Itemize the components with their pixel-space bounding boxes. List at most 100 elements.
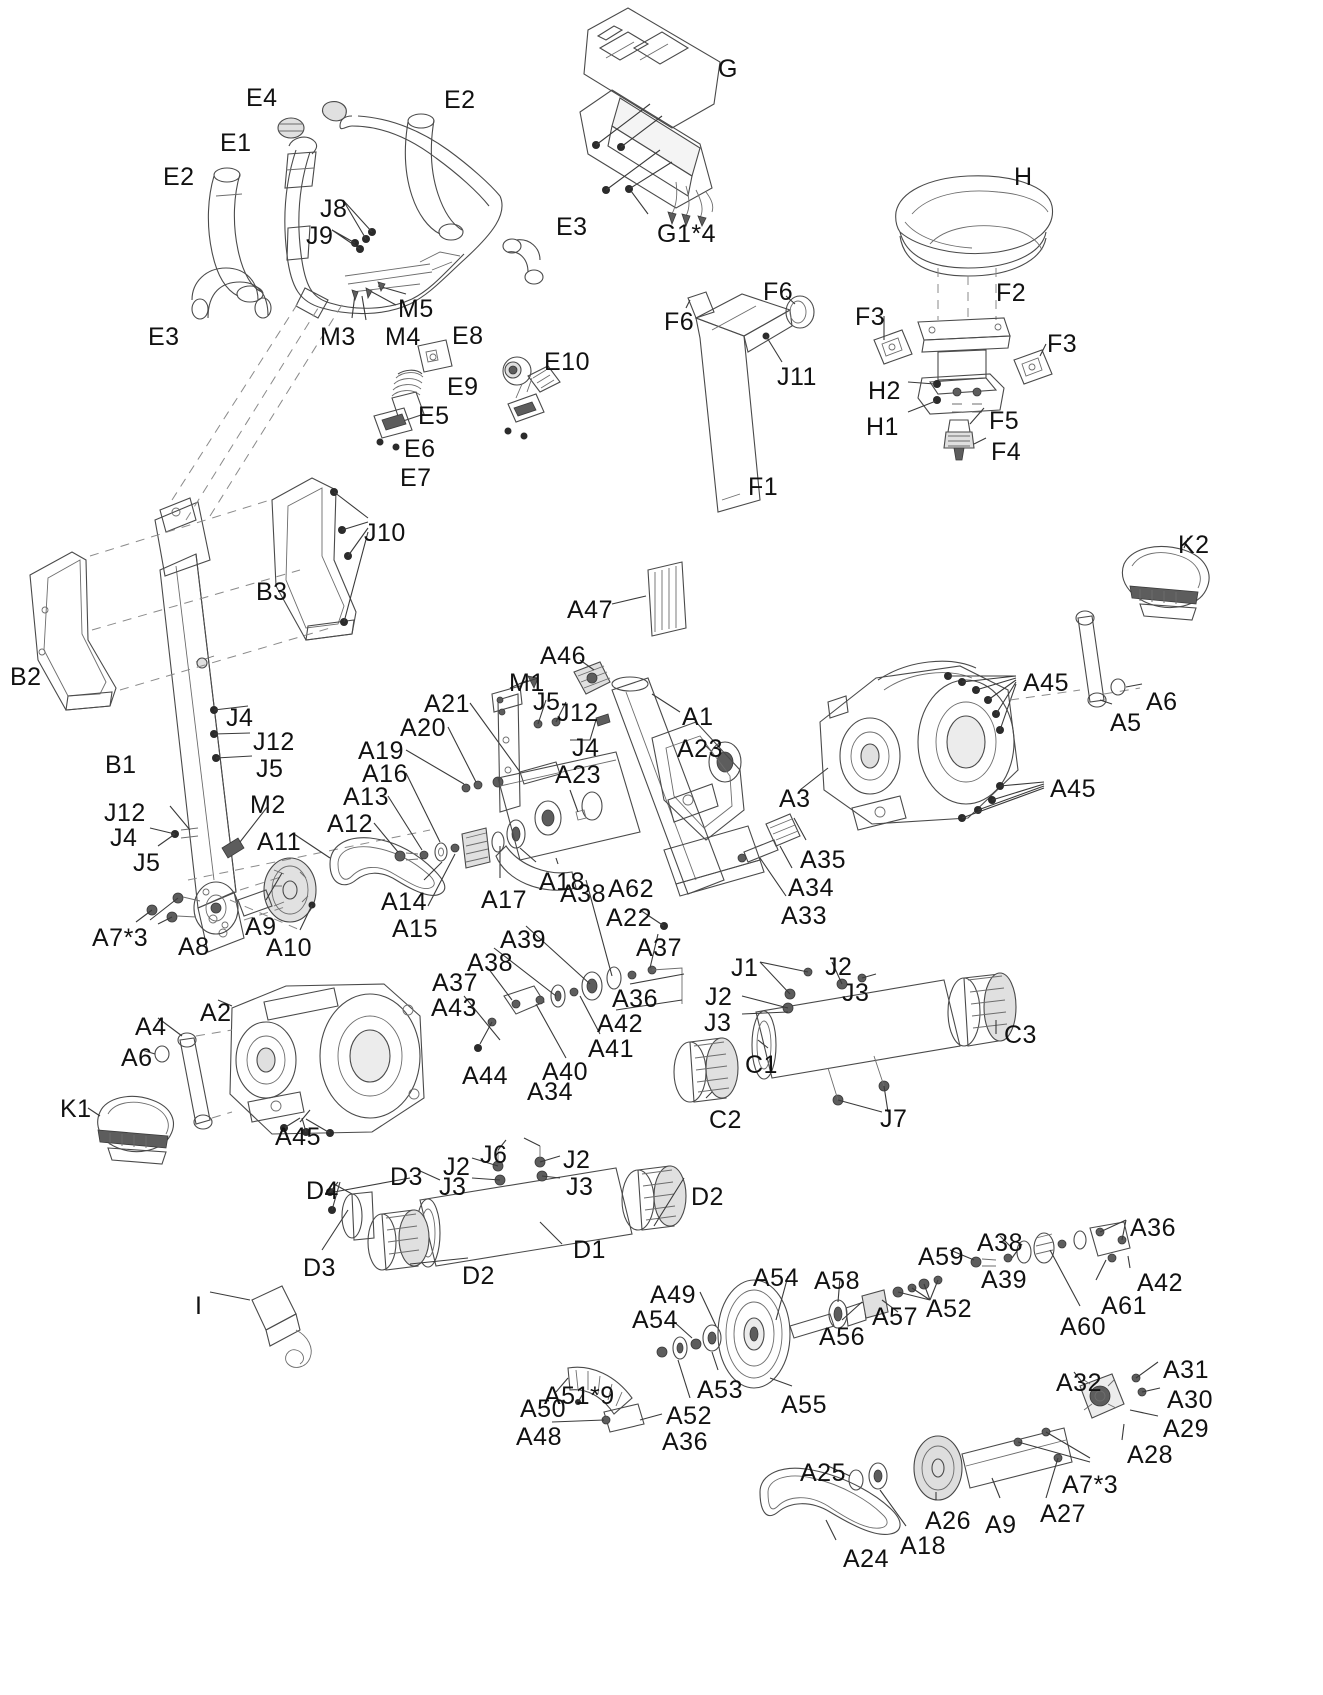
part-label-A38-mid: A38 (467, 949, 513, 977)
part-label-A23-left: A23 (555, 761, 601, 789)
part-label-A50: A50 (520, 1395, 566, 1423)
part-label-D4: D4 (306, 1177, 339, 1205)
part-label-A12: A12 (327, 810, 373, 838)
part-label-B2: B2 (10, 663, 42, 691)
part-label-A41: A41 (588, 1035, 634, 1063)
part-label-A52-left: A52 (666, 1402, 712, 1430)
part-label-J2-front-left: J2 (443, 1153, 471, 1181)
part-label-D3-upper: D3 (390, 1163, 423, 1191)
part-label-A42-center: A42 (597, 1010, 643, 1038)
part-label-A26: A26 (925, 1507, 971, 1535)
part-label-E6: E6 (404, 435, 436, 463)
part-label-A7-left: A7*3 (92, 924, 149, 952)
resistance-housing-right (799, 537, 1210, 831)
part-label-J4-upper: J4 (226, 704, 254, 732)
part-label-G1: G1*4 (657, 220, 716, 248)
part-label-M4: M4 (385, 323, 421, 351)
part-label-G: G (718, 55, 738, 83)
part-label-A22: A22 (606, 904, 652, 932)
part-label-A37-left: A37 (432, 969, 478, 997)
part-label-A48: A48 (516, 1423, 562, 1451)
part-label-A42-right: A42 (1137, 1269, 1183, 1297)
part-label-J12-upper: J12 (253, 728, 295, 756)
part-label-J3-front-left: J3 (439, 1173, 467, 1201)
part-label-A6-right: A6 (1146, 688, 1178, 716)
part-label-M5: M5 (398, 295, 434, 323)
part-label-A32: A32 (1056, 1369, 1102, 1397)
part-label-A23-right: A23 (677, 735, 723, 763)
part-label-J1: J1 (731, 954, 759, 982)
part-label-A36-bottom: A36 (662, 1428, 708, 1456)
part-label-A2: A2 (200, 999, 232, 1027)
part-label-E3-left: E3 (148, 323, 180, 351)
part-label-E3-right: E3 (556, 213, 588, 241)
upright-post-assembly (29, 299, 431, 953)
part-label-A24: A24 (843, 1545, 889, 1573)
part-label-A54-left: A54 (632, 1306, 678, 1334)
part-label-F1: F1 (748, 473, 779, 501)
part-label-J5-upper: J5 (256, 755, 284, 783)
part-label-J10: J10 (364, 519, 406, 547)
part-label-A13: A13 (343, 783, 389, 811)
part-label-A39: A39 (500, 926, 546, 954)
part-label-C2: C2 (709, 1106, 742, 1134)
part-label-A29: A29 (1163, 1415, 1209, 1443)
part-label-F5: F5 (989, 407, 1020, 435)
part-label-E8: E8 (452, 322, 484, 350)
rear-stabilizer (673, 961, 1017, 1113)
part-label-A36-right: A36 (1130, 1214, 1176, 1242)
part-label-A40: A40 (542, 1058, 588, 1086)
part-label-J6: J6 (480, 1141, 508, 1169)
part-label-E1: E1 (220, 129, 252, 157)
part-label-J7: J7 (880, 1105, 908, 1133)
part-label-A3: A3 (779, 785, 811, 813)
part-label-D2-right: D2 (691, 1183, 724, 1211)
part-label-F6-top: F6 (763, 278, 794, 306)
part-label-A1: A1 (682, 703, 714, 731)
part-label-A17: A17 (481, 886, 527, 914)
handlebar-assembly (191, 101, 561, 451)
part-label-A43: A43 (431, 994, 477, 1022)
part-label-A31: A31 (1163, 1356, 1209, 1384)
part-label-B3: B3 (256, 578, 288, 606)
part-label-J3-front-right: J3 (566, 1173, 594, 1201)
part-label-A21: A21 (424, 690, 470, 718)
resistance-housing-left (87, 983, 425, 1165)
part-label-A8: A8 (178, 933, 210, 961)
part-label-J4-lower: J4 (110, 824, 138, 852)
part-label-F3-left: F3 (855, 303, 886, 331)
part-label-K1: K1 (60, 1095, 92, 1123)
part-label-A60: A60 (1060, 1313, 1106, 1341)
part-label-A46: A46 (540, 642, 586, 670)
part-label-A56: A56 (819, 1323, 865, 1351)
part-label-A10: A10 (266, 934, 312, 962)
part-label-A62: A62 (608, 875, 654, 903)
part-label-A54-right: A54 (753, 1264, 799, 1292)
part-label-B1: B1 (105, 751, 137, 779)
part-label-A19: A19 (358, 737, 404, 765)
part-label-J11: J11 (777, 363, 817, 391)
part-label-D1: D1 (573, 1236, 606, 1264)
part-label-A59: A59 (918, 1243, 964, 1271)
part-label-A30: A30 (1167, 1386, 1213, 1414)
part-label-A45-left: A45 (275, 1123, 321, 1151)
power-adapter (209, 1285, 312, 1368)
part-label-J12-lower: J12 (104, 799, 146, 827)
part-label-A4: A4 (135, 1013, 167, 1041)
part-label-A9-bottom: A9 (985, 1511, 1017, 1539)
crank-pulley-row (135, 702, 561, 935)
part-label-A18: A18 (539, 868, 585, 896)
part-label-F6-left: F6 (664, 308, 695, 336)
part-label-M1: M1 (509, 669, 545, 697)
part-label-A39-bottom: A39 (981, 1266, 1027, 1294)
part-label-A57: A57 (872, 1303, 918, 1331)
part-label-A51: A51*9 (544, 1382, 615, 1410)
part-label-E2-right: E2 (444, 86, 476, 114)
part-label-I: I (195, 1292, 203, 1320)
part-label-J2-rear-left: J2 (705, 983, 733, 1011)
front-stabilizer (321, 1137, 687, 1271)
part-label-D3-lower: D3 (303, 1254, 336, 1282)
part-label-F2: F2 (996, 279, 1027, 307)
part-label-M2: M2 (250, 791, 286, 819)
